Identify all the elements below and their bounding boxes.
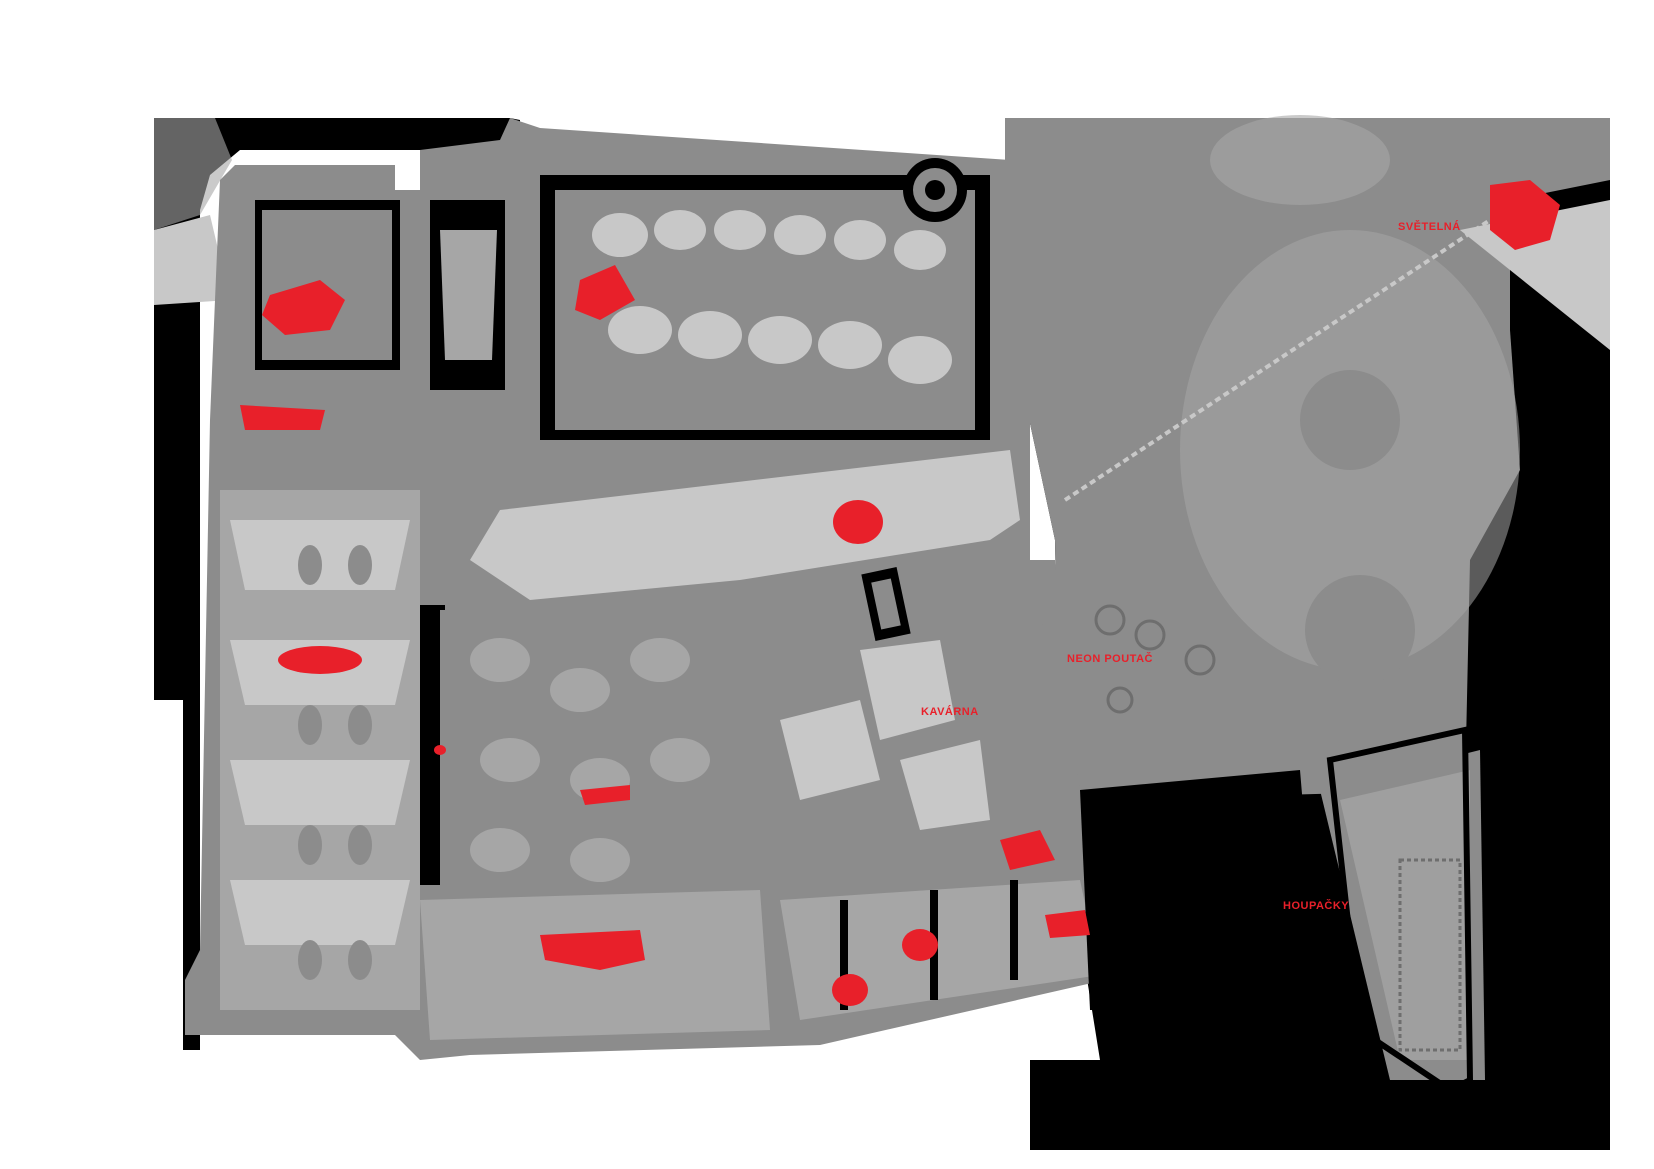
landscape-right — [1063, 115, 1610, 1094]
left-grounds — [154, 118, 520, 1050]
label-neon-poutac: NEON POUTAČ — [1067, 653, 1153, 665]
interior — [220, 158, 1100, 1040]
label-kavarna: KAVÁRNA — [921, 706, 979, 718]
accent-markers — [240, 180, 1560, 1006]
label-svetelna: SVĚTELNÁ — [1398, 221, 1461, 233]
label-houpacky: HOUPAČKY — [1283, 900, 1350, 912]
